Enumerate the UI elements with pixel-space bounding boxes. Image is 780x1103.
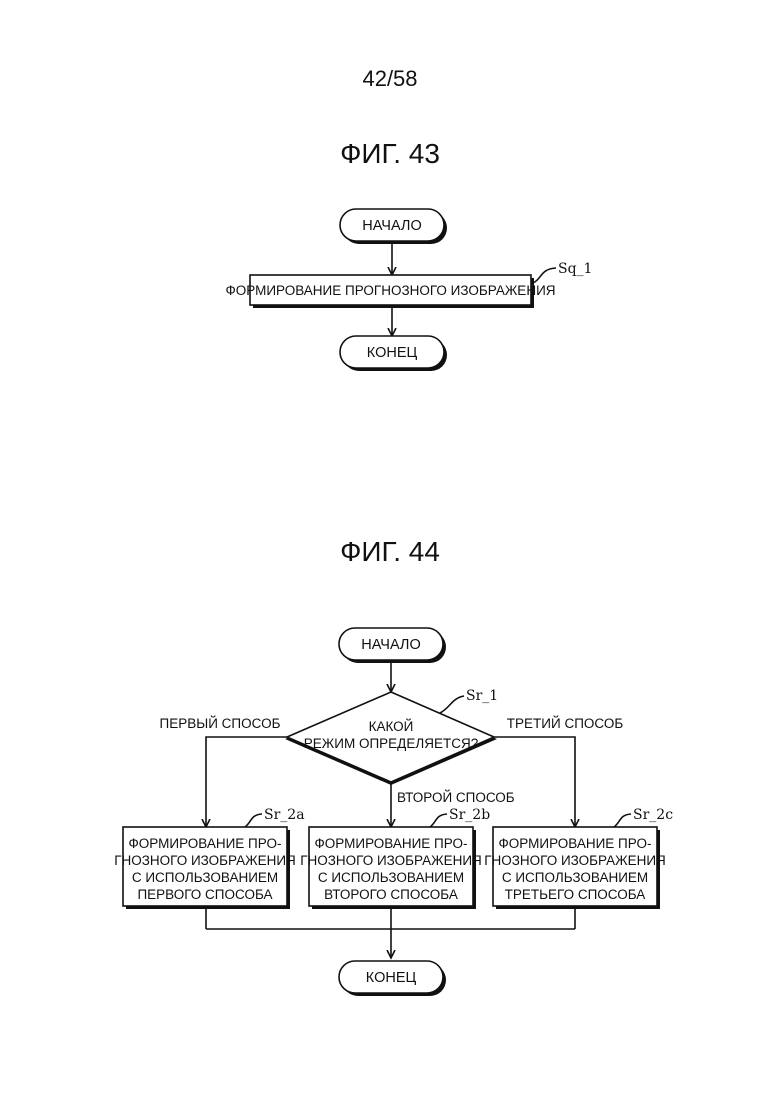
fig43-process-label: ФОРМИРОВАНИЕ ПРОГНОЗНОГО ИЗОБРАЖЕНИЯ [225,283,555,298]
fig43-ref-leader [533,268,556,283]
fig44-end-terminator: КОНЕЦ [339,961,446,996]
fig44-box-first-line-2: ГНОЗНОГО ИЗОБРАЖЕНИЯ [114,853,296,868]
fig44-start-terminator: НАЧАЛО [339,628,446,663]
fig44-ref-sr2a: Sr_2a [264,807,305,823]
fig44-branch-middle-label: ВТОРОЙ СПОСОБ [397,790,515,805]
fig44-box-first-line-1: ФОРМИРОВАНИЕ ПРО- [129,836,282,851]
fig44-ref-sr2a-leader [245,814,262,827]
fig43-process-box: ФОРМИРОВАНИЕ ПРОГНОЗНОГО ИЗОБРАЖЕНИЯ [225,275,555,308]
fig44-process-box-first: ФОРМИРОВАНИЕ ПРО- ГНОЗНОГО ИЗОБРАЖЕНИЯ С… [114,827,296,909]
fig44-process-box-third: ФОРМИРОВАНИЕ ПРО- ГНОЗНОГО ИЗОБРАЖЕНИЯ С… [484,827,666,909]
fig44-box-third-line-2: ГНОЗНОГО ИЗОБРАЖЕНИЯ [484,853,666,868]
fig44-branch-left-label: ПЕРВЫЙ СПОСОБ [160,716,281,731]
fig44-decision-ref-leader [440,696,464,713]
fig44-box-second-line-2: ГНОЗНОГО ИЗОБРАЖЕНИЯ [300,853,482,868]
fig44-box-first-line-4: ПЕРВОГО СПОСОБА [137,887,272,902]
fig44-end-label: КОНЕЦ [366,970,417,986]
fig44-process-box-second: ФОРМИРОВАНИЕ ПРО- ГНОЗНОГО ИЗОБРАЖЕНИЯ С… [300,827,482,909]
fig44-ref-sr2c-leader [614,814,631,827]
fig44-box-third-line-4: ТРЕТЬЕГО СПОСОБА [505,887,646,902]
fig44-decision-line-2: РЕЖИМ ОПРЕДЕЛЯЕТСЯ? [304,736,478,751]
fig44-ref-sr1: Sr_1 [466,688,498,704]
fig44-ref-sr2b-leader [430,814,447,827]
fig44-box-first-line-3: С ИСПОЛЬЗОВАНИЕМ [132,870,278,885]
fig44-start-label: НАЧАЛО [361,637,420,653]
fig44-ref-sr2b: Sr_2b [449,807,490,823]
fig44-decision-diamond: КАКОЙ РЕЖИМ ОПРЕДЕЛЯЕТСЯ? [285,692,497,785]
fig44-box-second-line-4: ВТОРОГО СПОСОБА [324,887,458,902]
fig43-flowchart: НАЧАЛО ФОРМИРОВАНИЕ ПРОГНОЗНОГО ИЗОБРАЖЕ… [225,209,592,371]
fig43-ref-sq1: Sq_1 [558,261,592,277]
fig44-box-third-line-1: ФОРМИРОВАНИЕ ПРО- [499,836,652,851]
fig43-end-label: КОНЕЦ [367,345,418,361]
fig43-end-terminator: КОНЕЦ [340,336,447,371]
fig43-start-label: НАЧАЛО [362,218,421,234]
fig44-decision-line-1: КАКОЙ [369,719,414,734]
fig44-box-second-line-3: С ИСПОЛЬЗОВАНИЕМ [318,870,464,885]
fig43-start-terminator: НАЧАЛО [340,209,447,244]
fig44-flowchart: НАЧАЛО КАКОЙ РЕЖИМ ОПРЕДЕЛЯЕТСЯ? Sr_1 ПЕ… [114,628,673,996]
fig44-box-third-line-3: С ИСПОЛЬЗОВАНИЕМ [502,870,648,885]
fig44-branch-right [494,737,575,827]
fig44-box-second-line-1: ФОРМИРОВАНИЕ ПРО- [315,836,468,851]
fig44-branch-right-label: ТРЕТИЙ СПОСОБ [507,716,624,731]
fig44-ref-sr2c: Sr_2c [633,807,673,823]
